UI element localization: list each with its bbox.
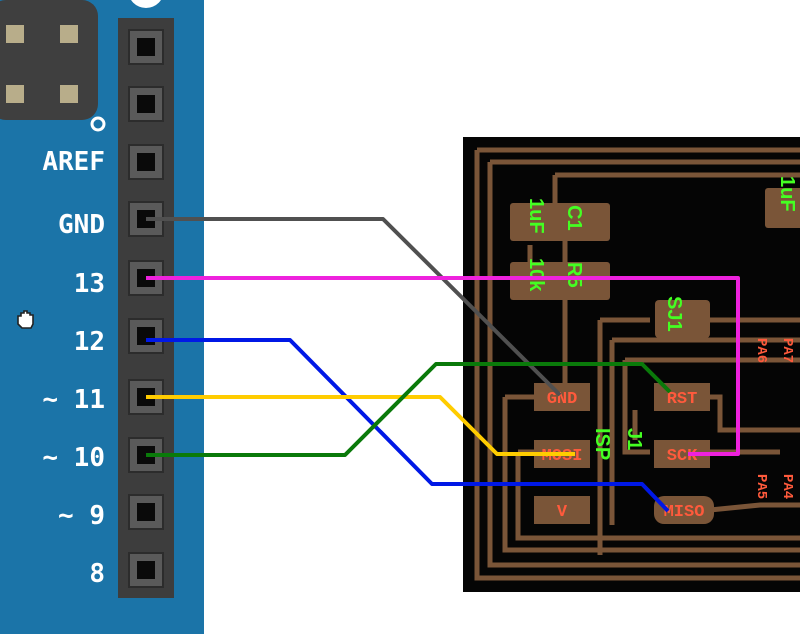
label-c1: C1: [563, 205, 585, 231]
pad-gnd: [534, 383, 590, 411]
pin-label-gnd: GND: [58, 210, 105, 240]
pad-label-rst: RST: [667, 390, 698, 409]
header-socket-hole: [137, 38, 155, 56]
net-label-pa4: PA4: [779, 474, 795, 499]
pad-miso: [654, 496, 714, 524]
hand-cursor-icon: [17, 310, 34, 329]
pad-label-gnd: GND: [547, 390, 578, 409]
wire-pin12-miso[interactable]: [146, 338, 670, 513]
label-isp: ISP: [591, 428, 613, 460]
wire-gnd[interactable]: [146, 217, 562, 397]
wire-pin10-rst[interactable]: [146, 362, 672, 457]
header-socket[interactable]: [128, 552, 164, 588]
pin1-marker: [90, 116, 106, 132]
reset-button-edge: [131, 0, 161, 8]
pad-sj1: [655, 300, 710, 338]
arduino-board: AREF GND 13 12 ~ 11 ~ 10 ~ 9 8: [0, 0, 204, 634]
header-socket-hole: [137, 503, 155, 521]
pin-label-9: ~ 9: [58, 501, 105, 531]
header-socket-hole: [137, 153, 155, 171]
net-label-pa5: PA5: [753, 474, 769, 499]
pad-c1: [510, 203, 610, 241]
header-socket-hole: [137, 561, 155, 579]
label-1uf: 1uF: [525, 198, 547, 234]
pin-label-13: 13: [74, 269, 105, 299]
wire-pin11-mosi[interactable]: [146, 395, 575, 456]
pcb-traces: [474, 147, 800, 581]
icsp-pin: [6, 25, 24, 43]
pin-label-8: 8: [89, 559, 105, 589]
pin-label-aref: AREF: [42, 147, 105, 177]
pad-label-mosi: MOSI: [542, 447, 583, 466]
label-sj1: SJ1: [663, 296, 685, 332]
pad-label-miso: MISO: [664, 503, 705, 522]
pad-v: [534, 496, 590, 524]
icsp-pin: [60, 85, 78, 103]
pad-label-v: V: [557, 503, 568, 522]
jumper-wires: [146, 217, 740, 513]
wire-pin13-sck[interactable]: [146, 276, 740, 456]
pin-label-11: ~ 11: [42, 385, 105, 415]
header-socket-hole: [137, 95, 155, 113]
net-label-pa7: PA7: [779, 338, 795, 363]
header-socket-hole: [137, 327, 155, 345]
label-top-right: 1uF: [776, 176, 798, 212]
pad-top-right: [765, 188, 800, 228]
label-j1: J1: [623, 428, 645, 450]
pcb-pads: [510, 188, 800, 524]
net-label-pa6: PA6: [753, 338, 769, 363]
pad-label-sck: SCK: [667, 447, 698, 466]
label-r5: R5: [563, 262, 585, 288]
label-10k: 10k: [525, 258, 547, 292]
icsp-pin: [6, 85, 24, 103]
pin-label-10: ~ 10: [42, 443, 105, 473]
icsp-pin: [60, 25, 78, 43]
pin-label-12: 12: [74, 327, 105, 357]
pad-r5: [510, 262, 610, 300]
